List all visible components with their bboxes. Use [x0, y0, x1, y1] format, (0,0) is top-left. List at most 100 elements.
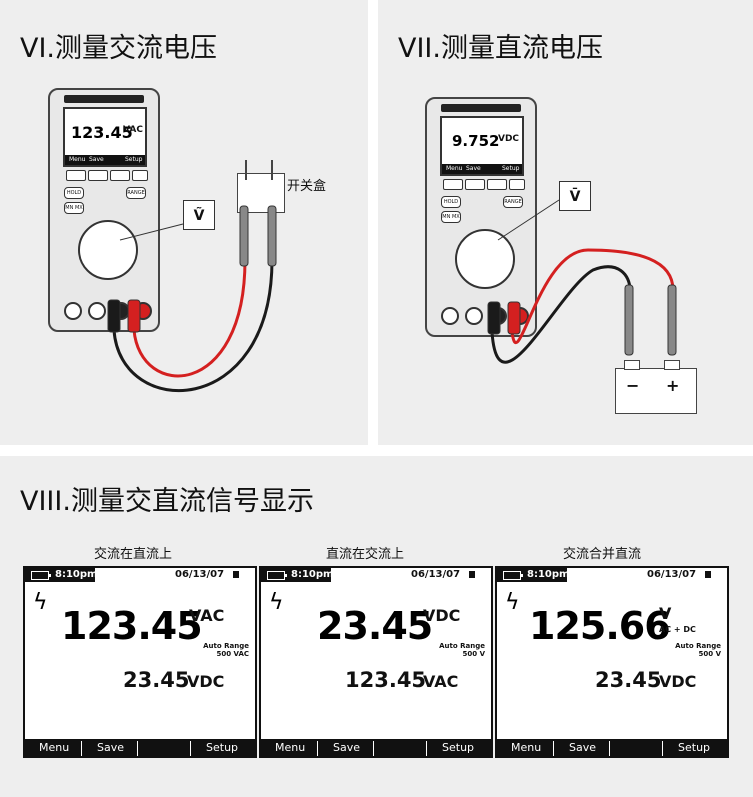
meter-save-key: Save	[89, 156, 104, 163]
mains-cable	[245, 160, 273, 180]
meter-reading: 123.45	[71, 123, 133, 142]
range-label: Auto Range	[675, 642, 721, 650]
range-label: Auto Range	[203, 642, 249, 650]
black-probe	[624, 284, 634, 356]
callout-pointer	[119, 223, 184, 241]
ac-measurement-panel: VI.测量交流电压 123.45 VAC Menu Save Setup HOL…	[0, 0, 368, 445]
status-bar: 8:10pm	[25, 568, 98, 582]
red-plug	[507, 301, 521, 335]
meter-setup-key: Setup	[502, 165, 520, 172]
save-softkey[interactable]: Save	[97, 741, 125, 754]
meter-softkey-bar: Menu Save Setup	[442, 164, 522, 174]
softkey-divider	[373, 741, 374, 756]
dc-panel-title: VII.测量直流电压	[398, 33, 603, 64]
multimeter: 123.45 VAC Menu Save Setup HOLD RANGE MN…	[48, 88, 160, 332]
meter-menu-key: Menu	[69, 156, 86, 163]
status-date: 06/13/07	[175, 569, 225, 580]
meter-screen-3: 8:10pm 06/13/07 ϟ 125.66 V AC + DC Auto …	[495, 566, 729, 758]
menu-softkey[interactable]: Menu	[275, 741, 306, 754]
rotary-dial[interactable]	[455, 229, 515, 289]
red-plug	[127, 299, 141, 333]
menu-softkey[interactable]: Menu	[39, 741, 70, 754]
softkey-divider	[137, 741, 138, 756]
ac-voltage-symbol-callout: Ṽ	[183, 200, 215, 230]
minmax-key[interactable]: MN MX	[441, 211, 461, 223]
save-softkey[interactable]: Save	[333, 741, 361, 754]
status-date: 06/13/07	[411, 569, 461, 580]
range-key[interactable]: RANGE	[503, 196, 523, 208]
red-lead	[132, 259, 247, 378]
speaker-icon	[469, 571, 475, 578]
f4-key[interactable]	[509, 179, 525, 190]
save-softkey[interactable]: Save	[569, 741, 597, 754]
ac-plus-dc-label: AC + DC	[659, 625, 696, 634]
dc-voltage-symbol-callout: V̄	[559, 181, 591, 211]
f2-key[interactable]	[88, 170, 108, 181]
screen-3-caption: 交流合并直流	[563, 547, 642, 562]
f1-key[interactable]	[443, 179, 463, 190]
ma-jack	[465, 307, 483, 325]
a-jack	[64, 302, 82, 320]
hold-key[interactable]: HOLD	[441, 196, 461, 208]
secondary-unit: VAC	[423, 672, 459, 691]
battery-icon	[503, 571, 523, 580]
softkey-divider	[317, 741, 318, 756]
softkey-divider	[81, 741, 82, 756]
meter-screen-2: 8:10pm 06/13/07 ϟ 23.45 VDC Auto Range 5…	[259, 566, 493, 758]
battery-positive-terminal	[664, 360, 680, 370]
f3-key[interactable]	[110, 170, 130, 181]
high-voltage-icon: ϟ	[33, 590, 48, 615]
setup-softkey[interactable]: Setup	[442, 741, 475, 754]
black-plug	[107, 299, 121, 333]
range-label: Auto Range	[439, 642, 485, 650]
auto-range-label: Auto Range 500 V	[675, 642, 721, 658]
screen-1-caption: 交流在直流上	[94, 547, 173, 562]
meter-menu-key: Menu	[446, 165, 463, 172]
ac-panel-title: VI.测量交流电压	[20, 33, 218, 64]
screen-2-caption: 直流在交流上	[326, 547, 405, 562]
black-plug	[487, 301, 501, 335]
meter-display: 123.45 VAC Menu Save Setup	[63, 107, 147, 167]
softkey-divider	[662, 741, 663, 756]
secondary-unit: VDC	[659, 672, 697, 691]
secondary-reading: 123.45	[345, 668, 427, 692]
softkey-bar: Menu Save Setup	[497, 739, 727, 756]
range-key[interactable]: RANGE	[126, 187, 146, 199]
rotary-dial[interactable]	[78, 220, 138, 280]
main-unit: V	[659, 604, 672, 623]
high-voltage-icon: ϟ	[505, 590, 520, 615]
black-lead	[490, 265, 632, 364]
softkey-bar: Menu Save Setup	[25, 739, 255, 756]
dc-measurement-panel: VII.测量直流电压 9.752 VDC Menu Save Setup HOL…	[378, 0, 753, 445]
display-section-title: VIII.测量交直流信号显示	[20, 486, 314, 517]
setup-softkey[interactable]: Setup	[678, 741, 711, 754]
red-probe	[667, 284, 677, 356]
f3-key[interactable]	[487, 179, 507, 190]
status-time: 8:10pm	[55, 569, 98, 580]
meter-save-key: Save	[466, 165, 481, 172]
black-probe	[267, 205, 277, 267]
setup-softkey[interactable]: Setup	[206, 741, 239, 754]
black-lead	[112, 259, 274, 393]
switch-box-label: 开关盒	[287, 179, 327, 194]
main-unit: VDC	[423, 606, 461, 625]
status-bar: 8:10pm	[261, 568, 333, 582]
red-lead	[510, 248, 675, 344]
meter-reading: 9.752	[452, 132, 500, 150]
multimeter: 9.752 VDC Menu Save Setup HOLD RANGE MN …	[425, 97, 537, 337]
secondary-reading: 23.45	[123, 668, 190, 692]
range-value: 500 V	[462, 650, 485, 658]
softkey-divider	[190, 741, 191, 756]
hold-key[interactable]: HOLD	[64, 187, 84, 199]
secondary-reading: 23.45	[595, 668, 662, 692]
menu-softkey[interactable]: Menu	[511, 741, 542, 754]
red-probe	[239, 205, 249, 267]
f4-key[interactable]	[132, 170, 148, 181]
softkey-bar: Menu Save Setup	[261, 739, 491, 756]
f2-key[interactable]	[465, 179, 485, 190]
minmax-key[interactable]: MN MX	[64, 202, 84, 214]
main-reading: 123.45	[61, 604, 203, 648]
a-jack	[441, 307, 459, 325]
f1-key[interactable]	[66, 170, 86, 181]
meter-unit: VDC	[498, 134, 520, 144]
